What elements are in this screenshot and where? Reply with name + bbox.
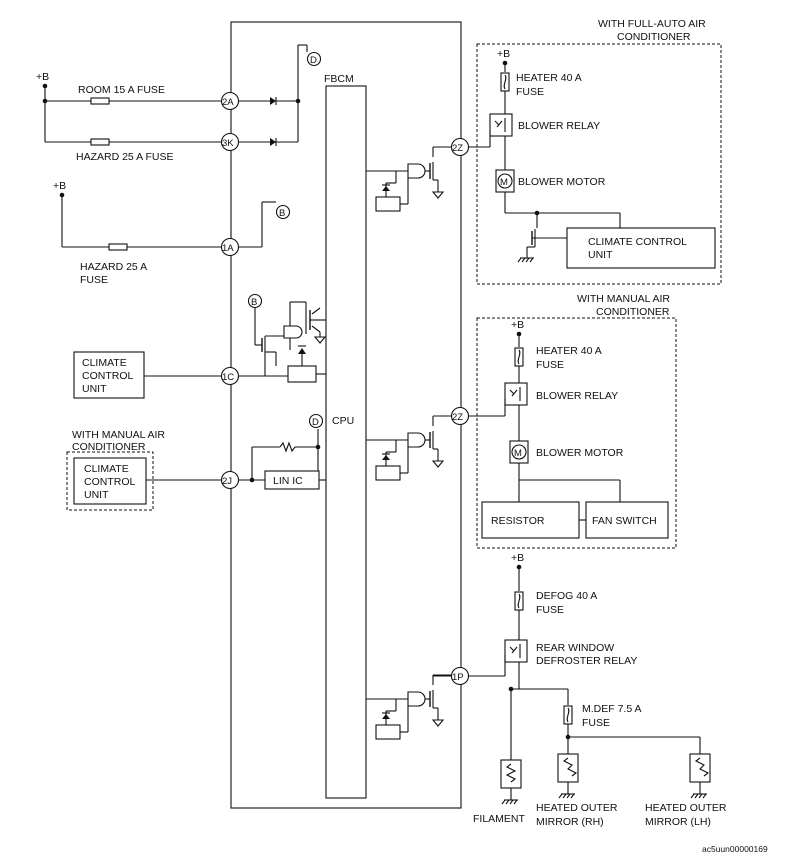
climate-unit-fullauto xyxy=(566,227,716,269)
svg-text:BLOWER RELAY: BLOWER RELAY xyxy=(536,390,618,402)
svg-text:WITH MANUAL AIR: WITH MANUAL AIR xyxy=(577,293,670,305)
hazard-fuse-2-label-1: HAZARD 25 A xyxy=(80,261,147,273)
connector-d-top: D xyxy=(310,55,317,66)
svg-text:CLIMATE: CLIMATE xyxy=(82,357,127,369)
fullauto-title-1: WITH FULL-AUTO AIR xyxy=(598,18,706,30)
room-fuse-label: ROOM 15 A FUSE xyxy=(78,84,165,96)
pin-2z-mid: 2Z xyxy=(452,412,463,423)
blower-relay-1-icon xyxy=(489,113,513,137)
pin-1c: 1C xyxy=(222,372,234,383)
svg-text:RESISTOR: RESISTOR xyxy=(491,515,545,527)
manual-ac-box-left xyxy=(66,451,154,511)
svg-text:HEATER 40 A: HEATER 40 A xyxy=(536,345,602,357)
svg-text:FAN SWITCH: FAN SWITCH xyxy=(592,515,657,527)
fullauto-title-2: CONDITIONER xyxy=(617,31,691,43)
manual-ac-left-title-2: CONDITIONER xyxy=(72,441,146,453)
svg-text:M: M xyxy=(514,448,522,459)
svg-text:CLIMATE CONTROL: CLIMATE CONTROL xyxy=(588,236,687,248)
svg-text:UNIT: UNIT xyxy=(84,489,109,501)
defroster-relay-icon xyxy=(504,639,528,663)
cpu-label: CPU xyxy=(332,415,354,427)
plus-b-label: +B xyxy=(36,71,49,83)
svg-text:FUSE: FUSE xyxy=(516,86,544,98)
pin-2z-top: 2Z xyxy=(452,143,463,154)
svg-text:CONDITIONER: CONDITIONER xyxy=(596,306,670,318)
fan-switch-block xyxy=(585,501,669,539)
svg-text:M.DEF 7.5 A: M.DEF 7.5 A xyxy=(582,703,642,715)
svg-text:MIRROR (RH): MIRROR (RH) xyxy=(536,816,604,828)
defog-fuse-icon xyxy=(514,591,524,611)
svg-text:UNIT: UNIT xyxy=(588,249,613,261)
svg-text:UNIT: UNIT xyxy=(82,383,107,395)
svg-text:FUSE: FUSE xyxy=(582,717,610,729)
hazard-fuse-label: HAZARD 25 A FUSE xyxy=(76,151,173,163)
connector-b-mid: B xyxy=(251,297,257,308)
svg-text:HEATER 40 A: HEATER 40 A xyxy=(516,72,582,84)
pin-2a: 2A xyxy=(222,97,234,108)
connector-b-top: B xyxy=(279,208,285,219)
pin-1a: 1A xyxy=(222,243,234,254)
hazard-fuse-2-label-2: FUSE xyxy=(80,274,108,286)
svg-text:CONTROL: CONTROL xyxy=(82,370,133,382)
svg-text:REAR WINDOW: REAR WINDOW xyxy=(536,642,614,654)
svg-text:CLIMATE: CLIMATE xyxy=(84,463,129,475)
svg-text:CONTROL: CONTROL xyxy=(84,476,135,488)
climate-unit-manual xyxy=(73,457,147,505)
svg-text:BLOWER RELAY: BLOWER RELAY xyxy=(518,120,600,132)
svg-text:DEFOG 40 A: DEFOG 40 A xyxy=(536,590,597,602)
manual-ac-left-title-1: WITH MANUAL AIR xyxy=(72,429,165,441)
pin-1p: 1P xyxy=(452,672,464,683)
hazard-fuse-icon xyxy=(90,138,110,146)
pin-2j: 2J xyxy=(222,476,232,487)
blower-relay-2-icon xyxy=(504,382,528,406)
svg-text:M: M xyxy=(500,177,508,188)
hazard-fuse-2-icon xyxy=(108,243,128,251)
pin-3k: 3K xyxy=(222,138,234,149)
manual-ac-box-right xyxy=(476,317,677,549)
svg-text:BLOWER MOTOR: BLOWER MOTOR xyxy=(536,447,624,459)
svg-text:LIN IC: LIN IC xyxy=(273,475,303,487)
fullauto-ac-box xyxy=(476,43,722,285)
svg-text:HEATED OUTER: HEATED OUTER xyxy=(645,802,727,814)
room-fuse-icon xyxy=(90,97,110,105)
svg-text:+B: +B xyxy=(511,319,524,331)
svg-text:BLOWER MOTOR: BLOWER MOTOR xyxy=(518,176,606,188)
svg-text:+B: +B xyxy=(511,552,524,564)
svg-text:HEATED OUTER: HEATED OUTER xyxy=(536,802,618,814)
heater-fuse-2-icon xyxy=(514,347,524,367)
svg-text:FILAMENT: FILAMENT xyxy=(473,813,526,825)
svg-text:FUSE: FUSE xyxy=(536,359,564,371)
fbcm-label: FBCM xyxy=(324,73,354,85)
svg-text:DEFROSTER RELAY: DEFROSTER RELAY xyxy=(536,655,637,667)
connector-d-mid: D xyxy=(312,417,319,428)
climate-unit-left xyxy=(73,351,145,399)
svg-text:FUSE: FUSE xyxy=(536,604,564,616)
figure-code: ac5uun00000169 xyxy=(702,844,768,854)
heater-fuse-1-icon xyxy=(500,72,510,92)
plus-b-label-2: +B xyxy=(53,180,66,192)
cpu-block xyxy=(325,85,367,799)
mdef-fuse-icon xyxy=(563,705,573,725)
svg-text:+B: +B xyxy=(497,48,510,60)
svg-text:MIRROR (LH): MIRROR (LH) xyxy=(645,816,711,828)
